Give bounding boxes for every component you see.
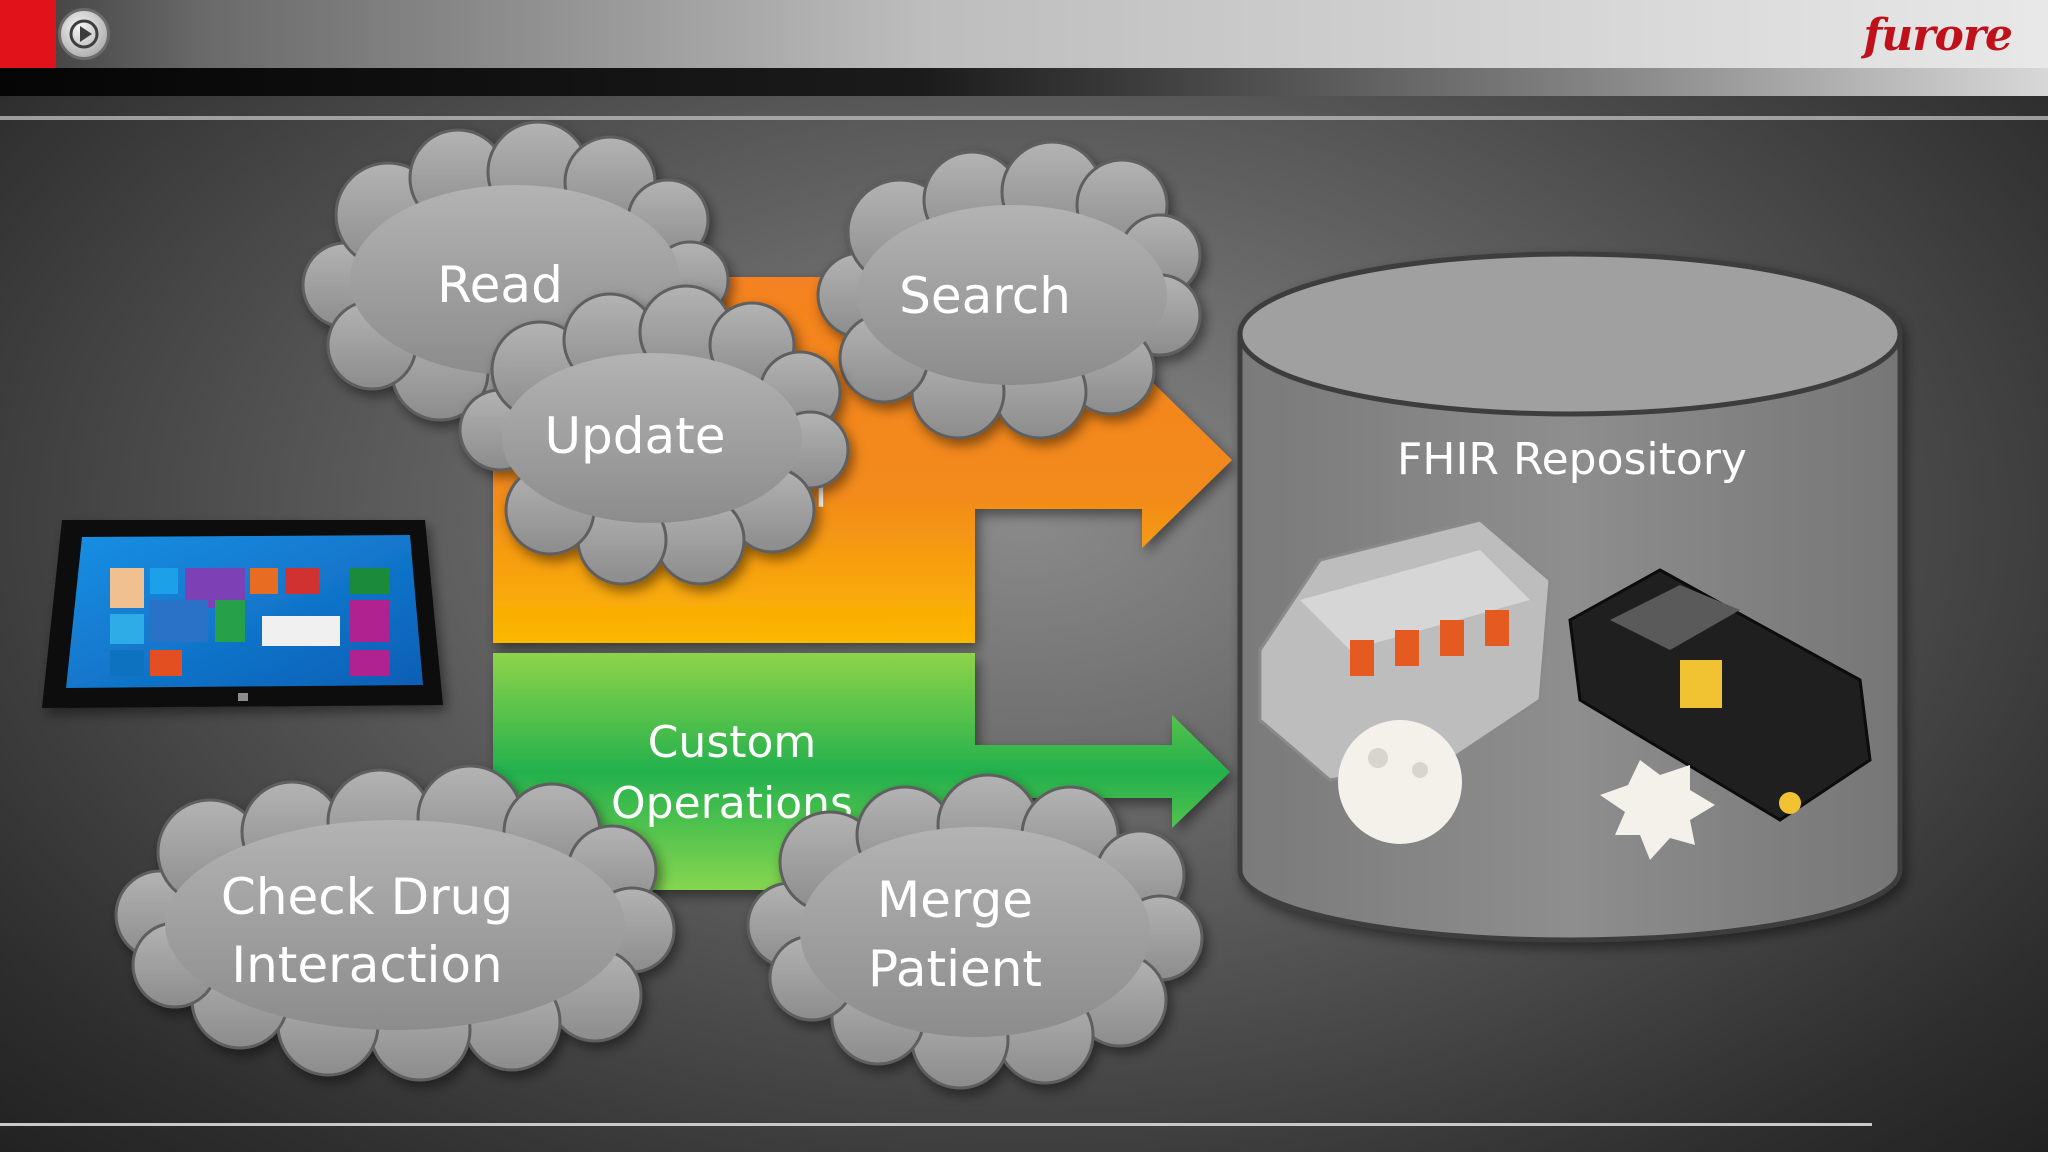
cloud-update-label: Update bbox=[544, 407, 725, 465]
cloud-search-label: Search bbox=[899, 267, 1071, 325]
play-triangle-icon bbox=[69, 19, 99, 49]
cloud-read-label: Read bbox=[437, 256, 563, 314]
header-divider bbox=[0, 116, 2048, 120]
cloud-merge-patient bbox=[746, 773, 1204, 1090]
brand-logo: furore bbox=[1863, 10, 2013, 61]
cloud-search bbox=[816, 140, 1202, 440]
cloud-check-drug-label-line1: Check Drug bbox=[221, 868, 513, 926]
cloud-check-drug-interaction bbox=[114, 764, 676, 1082]
custom-operations-arrow-shape bbox=[493, 653, 1230, 890]
cloud-merge-patient-label-line2: Patient bbox=[868, 940, 1042, 998]
header-stripe bbox=[0, 68, 2048, 96]
cloud-merge-patient-label-line1: Merge bbox=[877, 871, 1033, 929]
footer-divider bbox=[0, 1123, 1872, 1126]
play-icon[interactable] bbox=[58, 8, 110, 60]
fhir-repository-label: FHIR Repository bbox=[1397, 434, 1747, 485]
tablet-icon bbox=[42, 520, 443, 708]
top-bar: furore bbox=[0, 0, 2048, 68]
cloud-update bbox=[458, 284, 850, 586]
custom-operations-label-line1: Custom bbox=[648, 717, 817, 768]
lego-engine-icon bbox=[1258, 518, 1552, 844]
lego-gear-machine-icon bbox=[1568, 568, 1872, 860]
brand-red-tab bbox=[0, 0, 56, 68]
cloud-check-drug-label-line2: Interaction bbox=[231, 936, 502, 994]
